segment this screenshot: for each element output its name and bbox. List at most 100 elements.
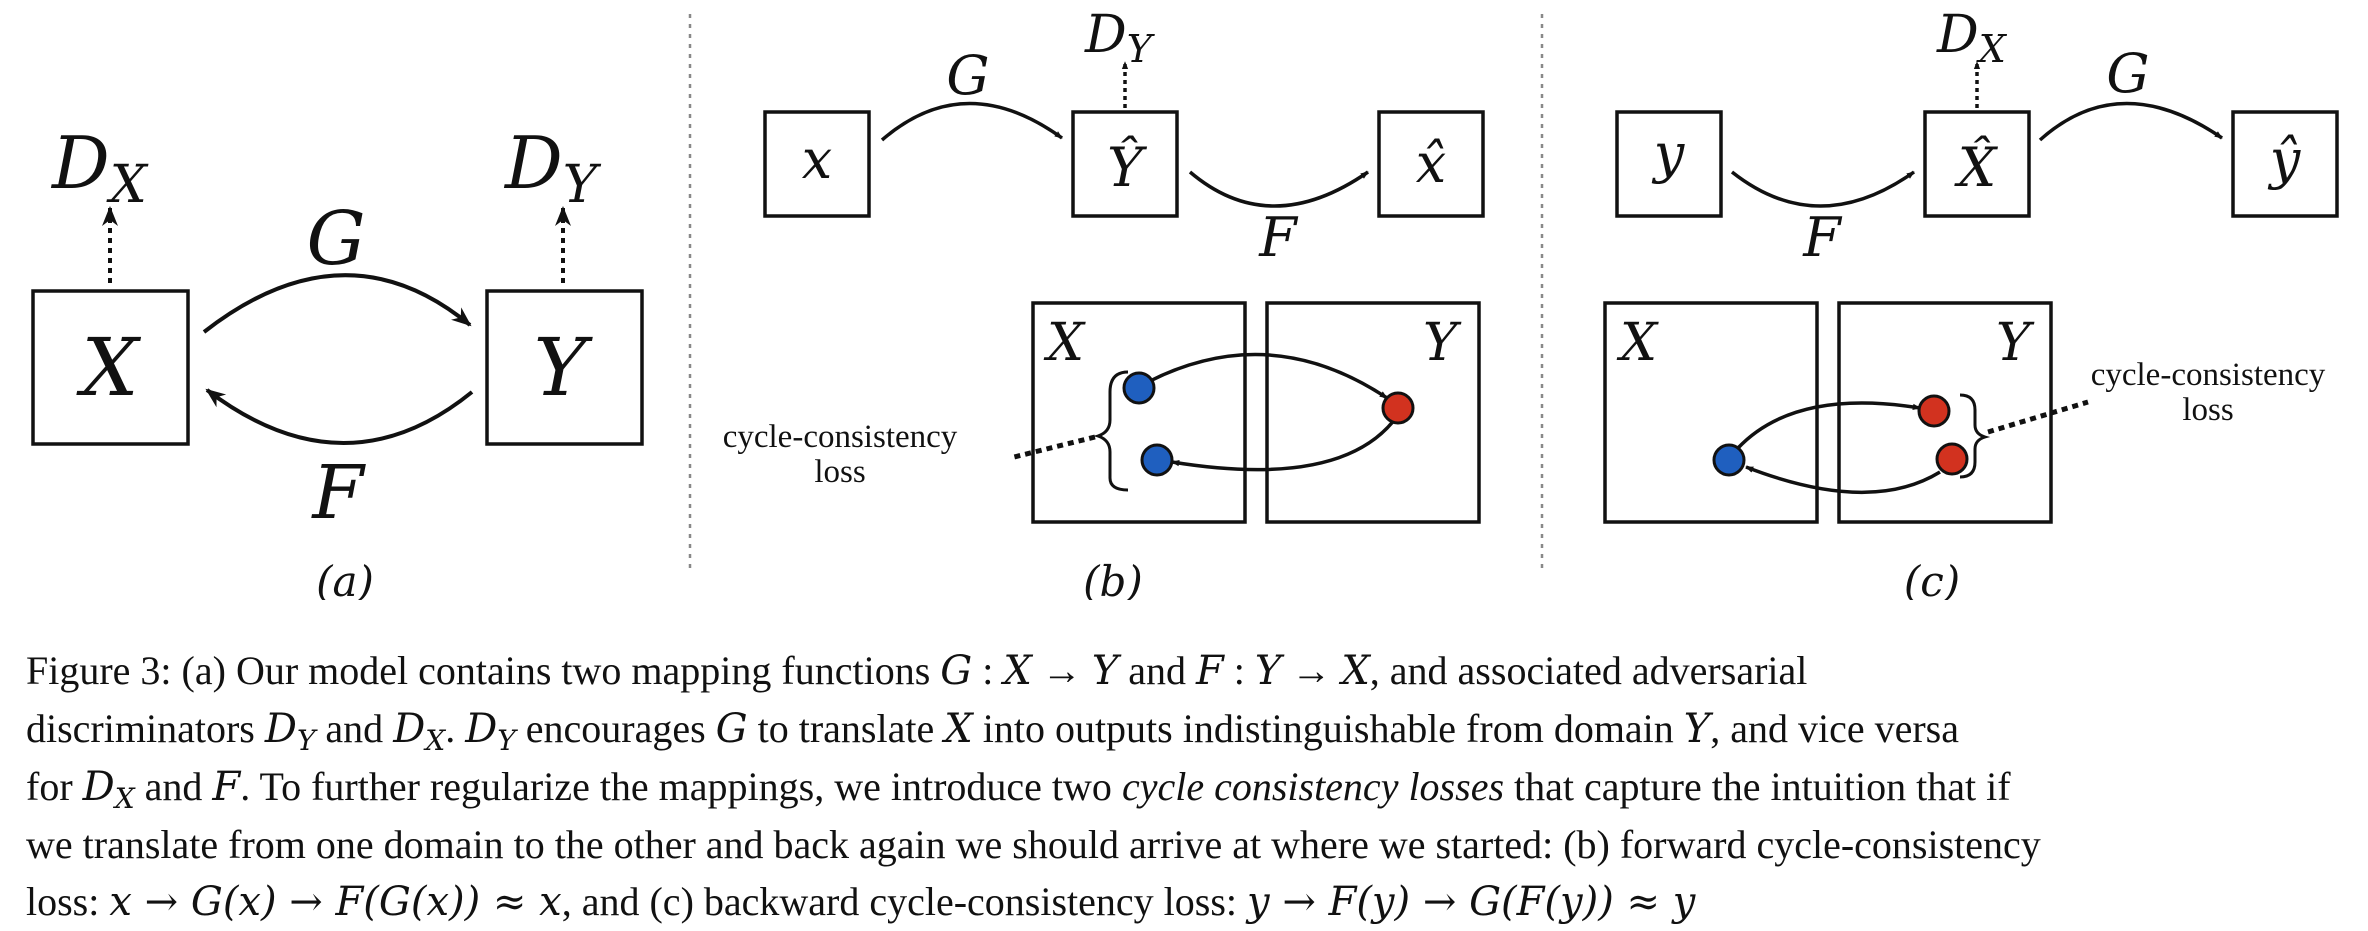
input-x-label: x bbox=[802, 128, 832, 191]
caption-math: → bbox=[1291, 648, 1332, 693]
loss-label-line1: cycle-consistency bbox=[2091, 357, 2326, 393]
caption-math: X bbox=[944, 706, 973, 752]
input-y-label: y bbox=[1652, 122, 1686, 185]
domain-y-label: Y bbox=[1996, 313, 2035, 373]
caption-text: (a) Our model contains two mapping funct… bbox=[181, 648, 931, 693]
point-x-blue bbox=[1712, 443, 1746, 477]
input-x-box bbox=[763, 110, 871, 218]
caption-math: X bbox=[1003, 648, 1032, 694]
caption-text: . bbox=[445, 706, 456, 751]
point-y-red bbox=[1381, 391, 1415, 425]
map-f-label: F bbox=[1802, 206, 1843, 269]
panel-b: x Ŷ x̂ DY G F X Y cycle-consistency loss… bbox=[723, 5, 1485, 600]
caption-text: into outputs indistinguishable from doma… bbox=[982, 706, 1674, 751]
map-g-label: G bbox=[306, 196, 365, 282]
domain-y-box bbox=[1265, 301, 1481, 524]
subfigure-label-b: (b) bbox=[1083, 557, 1143, 600]
map-g-arrow bbox=[2038, 101, 2223, 142]
domain-x-box bbox=[31, 289, 190, 446]
domain-x-box bbox=[1603, 301, 1819, 524]
loss-dotted-pointer bbox=[1009, 434, 1096, 461]
caption-math: F bbox=[212, 764, 241, 810]
backward-cycle-arrow bbox=[1736, 401, 1921, 450]
caption-line-2: discriminators DY and DX. DY encourages … bbox=[26, 700, 2344, 758]
map-f-label: F bbox=[310, 450, 366, 536]
map-g-arrow bbox=[202, 273, 472, 334]
disc-x-label: DX bbox=[50, 121, 149, 215]
caption-line-1: Figure 3: (a) Our model contains two map… bbox=[26, 642, 2344, 700]
caption-math: → bbox=[1041, 648, 1082, 693]
map-g-arrow bbox=[880, 101, 1064, 142]
caption-text: and bbox=[144, 764, 203, 809]
caption-text: loss: bbox=[26, 879, 100, 924]
caption-math: DX bbox=[82, 764, 135, 812]
reconstructed-y-label: ŷ bbox=[2268, 128, 2302, 191]
loss-brace bbox=[1093, 370, 1129, 492]
caption-text: discriminators bbox=[26, 706, 255, 751]
caption-math: Y bbox=[296, 723, 316, 757]
return-cycle-arrow bbox=[1745, 465, 1941, 495]
loss-label-line2: loss bbox=[2182, 392, 2233, 428]
caption-math: X bbox=[425, 723, 446, 757]
point-x-reconstructed-blue bbox=[1140, 443, 1174, 477]
domain-x-label: X bbox=[1043, 313, 1086, 373]
point-y-red bbox=[1917, 394, 1951, 428]
caption-math: D bbox=[264, 706, 297, 752]
caption-math: D bbox=[82, 764, 115, 810]
caption-line-5: loss: x → G(x) → F(G(x)) ≈ x, and (c) ba… bbox=[26, 873, 2344, 931]
caption-text: . To further regularize the mappings, we… bbox=[240, 764, 1112, 809]
disc-x-label: DX bbox=[1936, 5, 2008, 71]
mapped-y-box bbox=[1071, 110, 1179, 218]
mapped-x-label: X̂ bbox=[1954, 135, 1999, 199]
caption-line-4: we translate from one domain to the othe… bbox=[26, 822, 2041, 867]
backward-cycle-formula: y → F(y) → G(F(y)) ≈ y bbox=[1247, 879, 1696, 925]
domain-x-label: X bbox=[76, 321, 142, 414]
domain-y-label: Y bbox=[534, 321, 594, 414]
caption-text: , and (c) backward cycle-consistency los… bbox=[561, 879, 1238, 924]
caption-text: : bbox=[1233, 648, 1245, 693]
forward-cycle-formula: x → G(x) → F(G(x)) ≈ x bbox=[109, 879, 562, 925]
map-f-label: F bbox=[1258, 206, 1299, 269]
loss-brace bbox=[1959, 393, 1991, 479]
reconstructed-y-box bbox=[2231, 110, 2339, 218]
figure-caption: Figure 3: (a) Our model contains two map… bbox=[26, 642, 2344, 931]
caption-text: : bbox=[982, 648, 994, 693]
domain-x-box bbox=[1031, 301, 1247, 524]
caption-text: to translate bbox=[757, 706, 935, 751]
caption-text: , and vice versa bbox=[1710, 706, 1959, 751]
caption-math: Y bbox=[497, 723, 516, 757]
disc-y-label: DY bbox=[1084, 5, 1156, 71]
caption-math: DY bbox=[465, 706, 516, 754]
map-f-arrow bbox=[205, 388, 474, 445]
caption-math: X bbox=[114, 781, 135, 815]
caption-math: X bbox=[1341, 648, 1370, 694]
caption-math: DY bbox=[264, 706, 316, 754]
domain-y-box bbox=[485, 289, 644, 446]
caption-math: Y bbox=[1683, 706, 1711, 752]
caption-line-3: for DX and F. To further regularize the … bbox=[26, 758, 2344, 816]
caption-math: Y bbox=[1254, 648, 1282, 694]
point-y-reconstructed-red bbox=[1935, 442, 1969, 476]
caption-math: G bbox=[940, 648, 973, 694]
map-g-label: G bbox=[946, 44, 989, 107]
mapped-y-label: Ŷ bbox=[1107, 134, 1147, 199]
figure-diagram: X Y DX DY G F (a) x Ŷ x̂ DY G F X Y bbox=[31, 5, 2339, 600]
disc-y-label: DY bbox=[503, 121, 602, 215]
panel-c: y X̂ ŷ DX F G X Y cycle-consistency loss… bbox=[1603, 5, 2339, 600]
caption-math: D bbox=[393, 706, 426, 752]
caption-math: Y bbox=[1091, 648, 1119, 694]
map-f-arrow bbox=[1188, 170, 1369, 208]
caption-math: G bbox=[715, 706, 748, 752]
caption-text: encourages bbox=[525, 706, 706, 751]
point-x-blue bbox=[1122, 371, 1156, 405]
caption-math: D bbox=[465, 706, 498, 752]
caption-emphasis: cycle consistency losses bbox=[1121, 764, 1505, 809]
subfigure-label-c: (c) bbox=[1904, 557, 1960, 600]
caption-text: for bbox=[26, 764, 73, 809]
caption-text: and bbox=[325, 706, 384, 751]
subfigure-label-a: (a) bbox=[316, 557, 374, 600]
loss-dotted-pointer bbox=[1987, 399, 2089, 435]
loss-label-line1: cycle-consistency bbox=[723, 419, 958, 455]
mapped-x-box bbox=[1923, 110, 2031, 218]
caption-math: DX bbox=[393, 706, 445, 754]
